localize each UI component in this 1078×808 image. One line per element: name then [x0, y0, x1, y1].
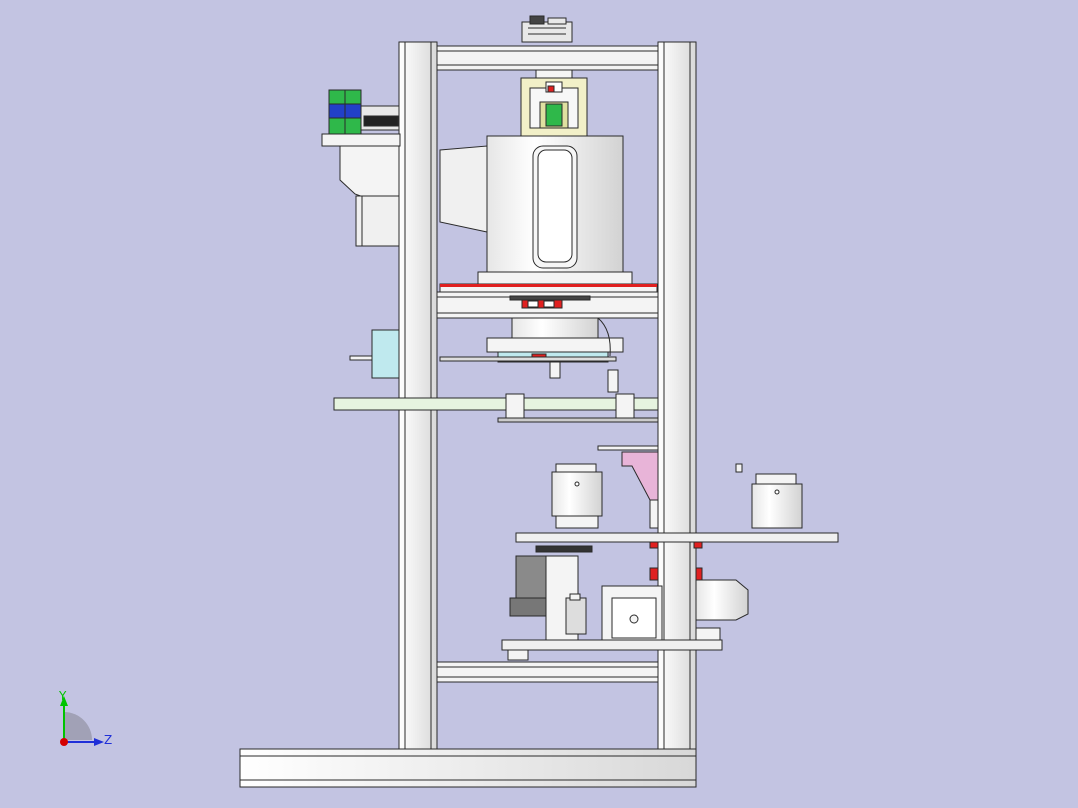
frame-beam-lower [436, 661, 659, 683]
rotary-table-plate [515, 532, 839, 549]
press-head-bracket [520, 69, 588, 137]
side-cylinder-actuator [349, 329, 400, 379]
horizontal-rail [333, 393, 659, 423]
frame-column-right [657, 41, 697, 750]
frame-column-left [398, 41, 438, 750]
top-motor [521, 15, 573, 43]
lower-drive-assembly [501, 545, 749, 661]
frame-beam-top [436, 45, 659, 71]
coordinate-triad: Y Z [58, 689, 112, 747]
side-motor-green [321, 89, 401, 147]
pink-linkage [597, 445, 743, 529]
base-plate [239, 748, 697, 788]
beam-indicator [509, 295, 591, 309]
mid-gripper-assembly [439, 317, 624, 393]
y-axis-label: Y [58, 689, 67, 703]
press-body [439, 135, 658, 293]
press-side-housing [339, 145, 488, 247]
cup-right [751, 473, 803, 529]
cup-left [551, 463, 603, 529]
z-axis-label: Z [104, 733, 112, 747]
x-axis-dot [60, 738, 68, 746]
